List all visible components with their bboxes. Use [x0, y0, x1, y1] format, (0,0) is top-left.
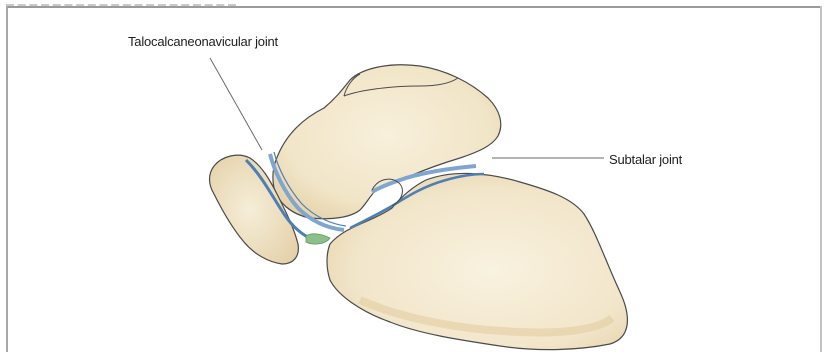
ligament-patch	[306, 234, 330, 244]
talocalcaneonavicular-joint-label: Talocalcaneonavicular joint	[128, 34, 278, 49]
talocalcaneonavicular-leader	[210, 58, 262, 150]
calcaneus-bone	[327, 173, 627, 349]
subtalar-joint-label: Subtalar joint	[609, 152, 682, 167]
